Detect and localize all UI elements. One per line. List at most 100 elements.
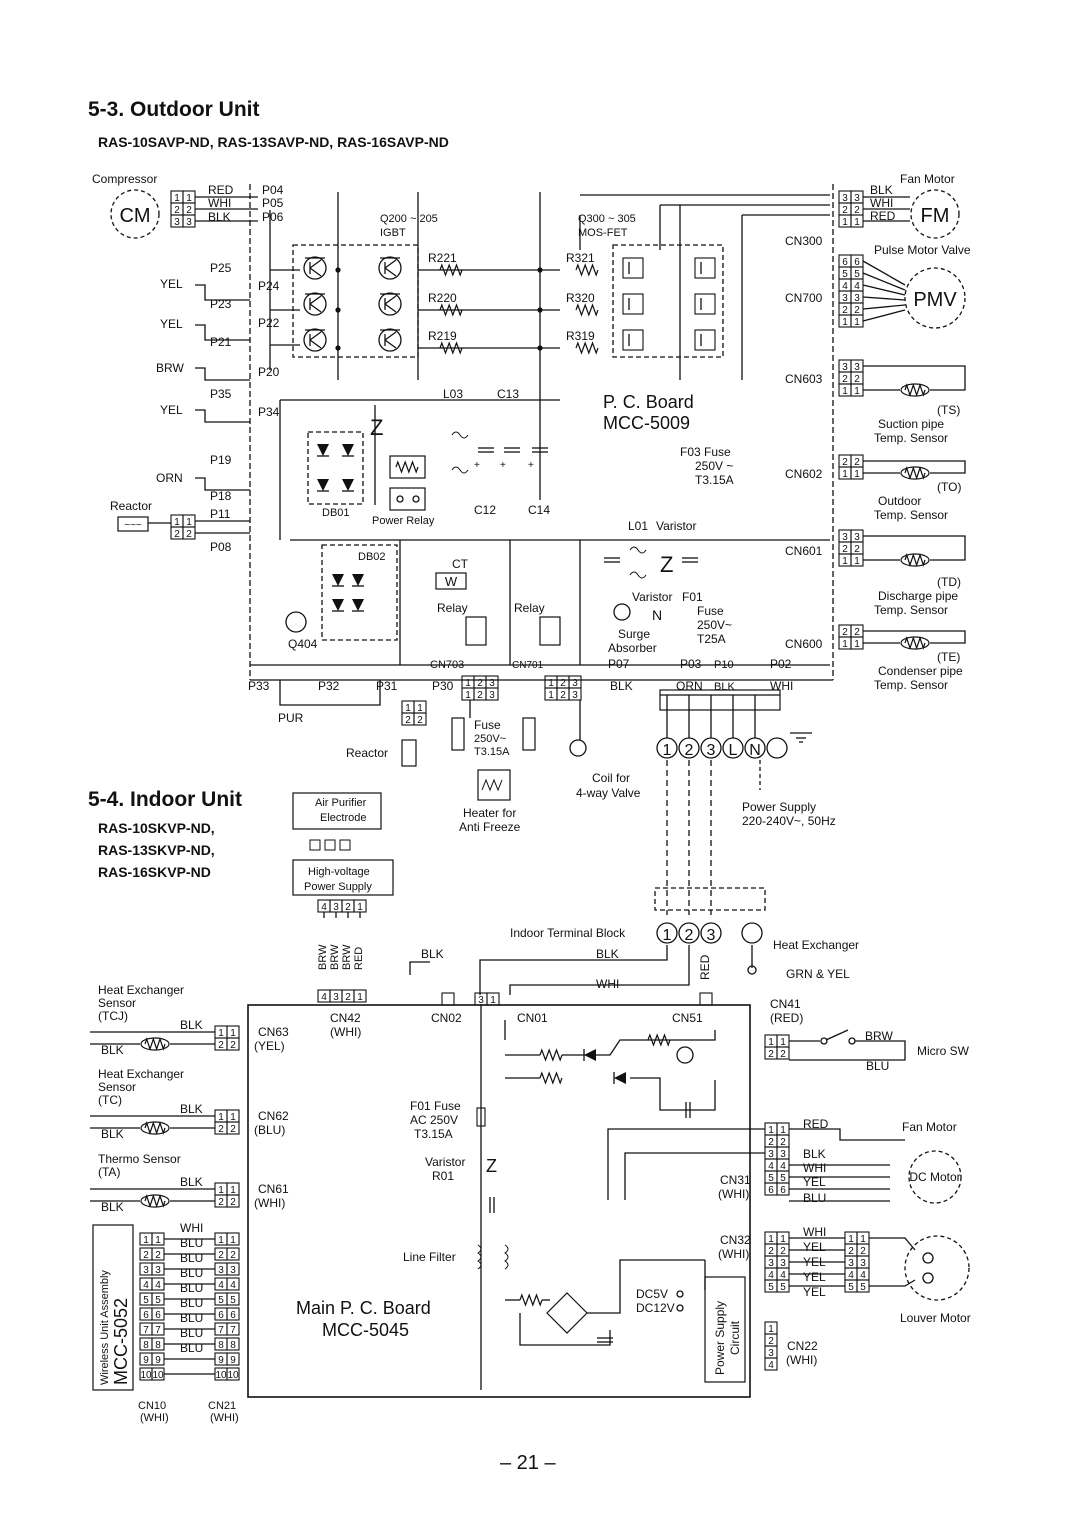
wire-color-label: BLU [180, 1281, 203, 1295]
wire [862, 296, 906, 301]
wire-color-label: BRW [329, 944, 341, 970]
wire-color-label: BLK [610, 679, 633, 693]
wire [519, 1313, 611, 1346]
wire [863, 460, 966, 474]
wire-color-label: WHI [770, 679, 793, 693]
sensor-label: (TCJ) [98, 1009, 128, 1023]
thermistor-symbol [900, 383, 930, 397]
coil-label: Coil for [592, 771, 630, 785]
sensor-connector: 2 [854, 374, 860, 385]
c12-label: C12 [474, 503, 496, 517]
sensor-connector: 2 [230, 1197, 236, 1208]
wire [384, 267, 397, 277]
cn21-pin: 1 [218, 1235, 224, 1246]
c13-label: C13 [497, 387, 519, 401]
varistor-symbol: Z [370, 415, 383, 440]
sensor-code: (TE) [937, 650, 960, 664]
wireless-connector-pin: 8 [155, 1340, 161, 1351]
reactor-connector: 1 [186, 517, 192, 528]
wire-color-label: YEL [803, 1270, 826, 1284]
wire [479, 945, 668, 995]
compressor-symbol [110, 189, 160, 239]
indoor-model-3: RAS-16SKVP-ND [98, 864, 211, 880]
ground-point [747, 965, 757, 975]
wire-color-label: BLK [596, 947, 619, 961]
wire-color-label: BLU [180, 1326, 203, 1340]
cn21-pin: 1 [230, 1235, 236, 1246]
wire-color-label: YEL [803, 1285, 826, 1299]
relay-contact [412, 495, 420, 503]
wireless-assembly-label: Wireless Unit Assembly [99, 1270, 111, 1385]
connector-pin: 2 [477, 678, 483, 689]
sensor-connector: 2 [230, 1124, 236, 1135]
wire-color-label: BLK [714, 681, 735, 693]
igbt-type: IGBT [380, 227, 406, 239]
hv-connector: 3 [333, 992, 339, 1003]
connector-pin: 1 [548, 678, 554, 689]
resistor-label: R319 [566, 329, 595, 343]
resistor-symbol [395, 460, 419, 474]
wire [862, 304, 906, 310]
wire-color-label: YEL [803, 1240, 826, 1254]
resistor-symbol [439, 341, 463, 355]
cn21-pin: 8 [230, 1340, 236, 1351]
port-label: CN701 [512, 660, 544, 671]
cn21-pin: 10 [215, 1370, 227, 1381]
heater-symbol [481, 778, 503, 792]
wire-color-label: YEL [160, 403, 183, 417]
thermistor-symbol [900, 636, 930, 650]
sensor-connector: 1 [230, 1112, 236, 1123]
sensor-connector: 3 [854, 532, 860, 543]
connector-label: CN62 [258, 1109, 289, 1123]
indoor-title: 5-4. Indoor Unit [88, 788, 242, 811]
cn32-connector: 5 [768, 1282, 774, 1293]
box [477, 769, 511, 801]
wire [789, 1040, 906, 1061]
box [292, 792, 382, 830]
cn31-connector: 2 [768, 1137, 774, 1148]
resistor-label: R219 [428, 329, 457, 343]
wire [195, 409, 250, 423]
cap-plus: + [528, 460, 534, 471]
port-label: P10 [714, 659, 734, 671]
pmv-connector: 1 [842, 317, 848, 328]
coil-label: 4-way Valve [576, 786, 641, 800]
resistor-label: R321 [566, 251, 595, 265]
box [764, 1357, 778, 1371]
wire-color-label: BLU [180, 1296, 203, 1310]
box [226, 1292, 240, 1306]
wire-color-label: WHI [180, 1221, 203, 1235]
louver-connector: 5 [848, 1282, 854, 1293]
pmv-connector: 4 [842, 281, 848, 292]
wire [607, 1128, 765, 1200]
reactor-label: Reactor [110, 499, 152, 513]
box [389, 487, 426, 511]
sensor-connector: 2 [854, 627, 860, 638]
cn31-connector: 2 [780, 1137, 786, 1148]
wireless-connector-pin: 4 [155, 1280, 161, 1291]
box [465, 616, 487, 646]
reactor-connector: 2 [174, 529, 180, 540]
hv-supply-label: Power Supply [304, 881, 372, 893]
sensor-connector: 2 [842, 374, 848, 385]
connector-label: (WHI) [330, 1025, 361, 1039]
wire-color-label: BLK [803, 1147, 826, 1161]
fan-connector: 2 [842, 205, 848, 216]
sensor-connector: 1 [854, 639, 860, 650]
resistor-symbol [904, 553, 926, 567]
cn32-connector: 5 [780, 1282, 786, 1293]
outdoor-board-name: P. C. Board [603, 392, 694, 412]
cn21-pin: 7 [230, 1325, 236, 1336]
sensor-label: Heat Exchanger [98, 1067, 184, 1081]
sensor-connector: 2 [854, 457, 860, 468]
wire-color-label: BLK [101, 1127, 124, 1141]
fuse-rating: T3.15A [474, 746, 510, 758]
box [622, 257, 644, 279]
varistor-label: Varistor [656, 519, 696, 533]
box [441, 992, 455, 1006]
thermistor-symbol [140, 1037, 170, 1051]
wire-color-label: WHI [803, 1161, 826, 1175]
wire-color-label: BRW [317, 944, 329, 970]
wire-color-label: WHI [208, 196, 231, 210]
wire-color-label: BRW [156, 361, 184, 375]
